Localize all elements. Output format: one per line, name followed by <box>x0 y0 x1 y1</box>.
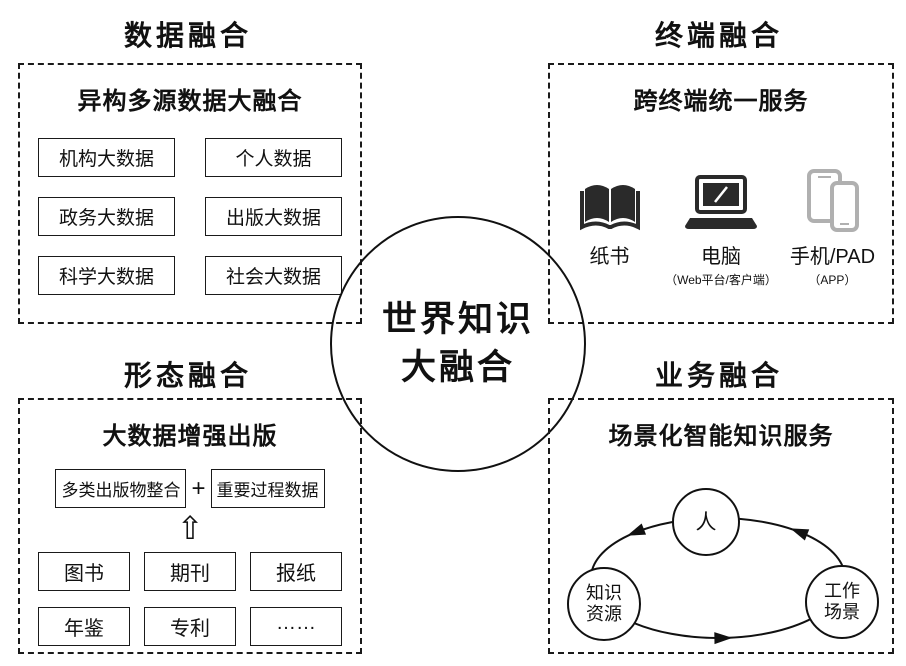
laptop-icon <box>683 160 759 232</box>
cycle-arrow-2 <box>714 632 733 645</box>
publication-items-grid: 图书 期刊 报纸 年鉴 专利 …… <box>38 552 342 646</box>
data-item-box: 机构大数据 <box>38 138 175 177</box>
publication-item-box: 专利 <box>144 607 236 646</box>
data-item-box: 个人数据 <box>205 138 342 177</box>
data-item-box: 政务大数据 <box>38 197 175 236</box>
book-icon <box>579 160 641 232</box>
device-note: （APP） <box>808 273 857 287</box>
form-fusion-panel: 大数据增强出版 多类出版物整合 + 重要过程数据 ⇧ 图书 期刊 报纸 年鉴 专… <box>18 398 362 654</box>
publication-item-box: 报纸 <box>250 552 342 591</box>
cycle-arrow-1 <box>627 523 647 536</box>
data-fusion-panel: 异构多源数据大融合 机构大数据 个人数据 政务大数据 出版大数据 科学大数据 社… <box>18 63 362 324</box>
merge-left-box: 多类出版物整合 <box>55 469 187 508</box>
up-arrow-icon: ⇧ <box>176 510 204 546</box>
device-row: 纸书 电脑 （Web平台/客户端） <box>550 160 892 288</box>
node-work-scene: 工作 场景 <box>805 565 879 639</box>
business-fusion-title: 业务融合 <box>654 360 783 391</box>
device-label: 电脑 <box>700 246 741 268</box>
data-items-grid: 机构大数据 个人数据 政务大数据 出版大数据 科学大数据 社会大数据 <box>38 138 342 295</box>
data-item-box: 社会大数据 <box>205 256 342 295</box>
data-fusion-heading: 异构多源数据大融合 <box>77 88 303 115</box>
device-label: 手机/PAD <box>789 246 876 268</box>
form-fusion-heading: 大数据增强出版 <box>102 423 278 450</box>
node-person: 人 <box>672 488 740 556</box>
phone-tablet-icon <box>804 160 860 232</box>
device-phone: 手机/PAD （APP） <box>777 160 888 288</box>
terminal-fusion-heading: 跨终端统一服务 <box>633 88 809 115</box>
publication-item-box: 年鉴 <box>38 607 130 646</box>
business-fusion-panel: 场景化智能知识服务 人 知识 资源 工作 场景 <box>548 398 894 654</box>
node-person-label: 人 <box>695 510 717 534</box>
merge-row: 多类出版物整合 + 重要过程数据 <box>20 469 360 508</box>
terminal-fusion-panel: 跨终端统一服务 纸书 <box>548 63 894 324</box>
cycle-arrow-3 <box>790 528 810 541</box>
data-fusion-title: 数据融合 <box>123 20 252 51</box>
node-work-scene-label: 工作 <box>824 581 860 601</box>
business-fusion-heading: 场景化智能知识服务 <box>608 423 834 450</box>
device-paper-book: 纸书 <box>554 160 665 271</box>
center-circle: 世界知识 大融合 <box>330 216 586 472</box>
node-work-scene-label: 场景 <box>824 602 860 622</box>
device-computer: 电脑 （Web平台/客户端） <box>665 160 777 288</box>
merge-right-box: 重要过程数据 <box>210 469 325 508</box>
device-label: 纸书 <box>589 246 630 268</box>
device-note: （Web平台/客户端） <box>665 273 777 287</box>
terminal-fusion-title: 终端融合 <box>654 20 783 51</box>
data-item-box: 科学大数据 <box>38 256 175 295</box>
node-knowledge-resource: 知识 资源 <box>567 567 641 641</box>
data-item-box: 出版大数据 <box>205 197 342 236</box>
node-knowledge-resource-label: 资源 <box>586 604 622 624</box>
plus-sign: + <box>191 474 206 502</box>
center-title-line2: 大融合 <box>400 348 515 387</box>
center-title-line1: 世界知识 <box>381 300 534 339</box>
publication-item-box: 期刊 <box>144 552 236 591</box>
publication-item-box: 图书 <box>38 552 130 591</box>
form-fusion-title: 形态融合 <box>123 360 252 391</box>
node-knowledge-resource-label: 知识 <box>586 583 622 603</box>
publication-item-box: …… <box>250 607 342 646</box>
